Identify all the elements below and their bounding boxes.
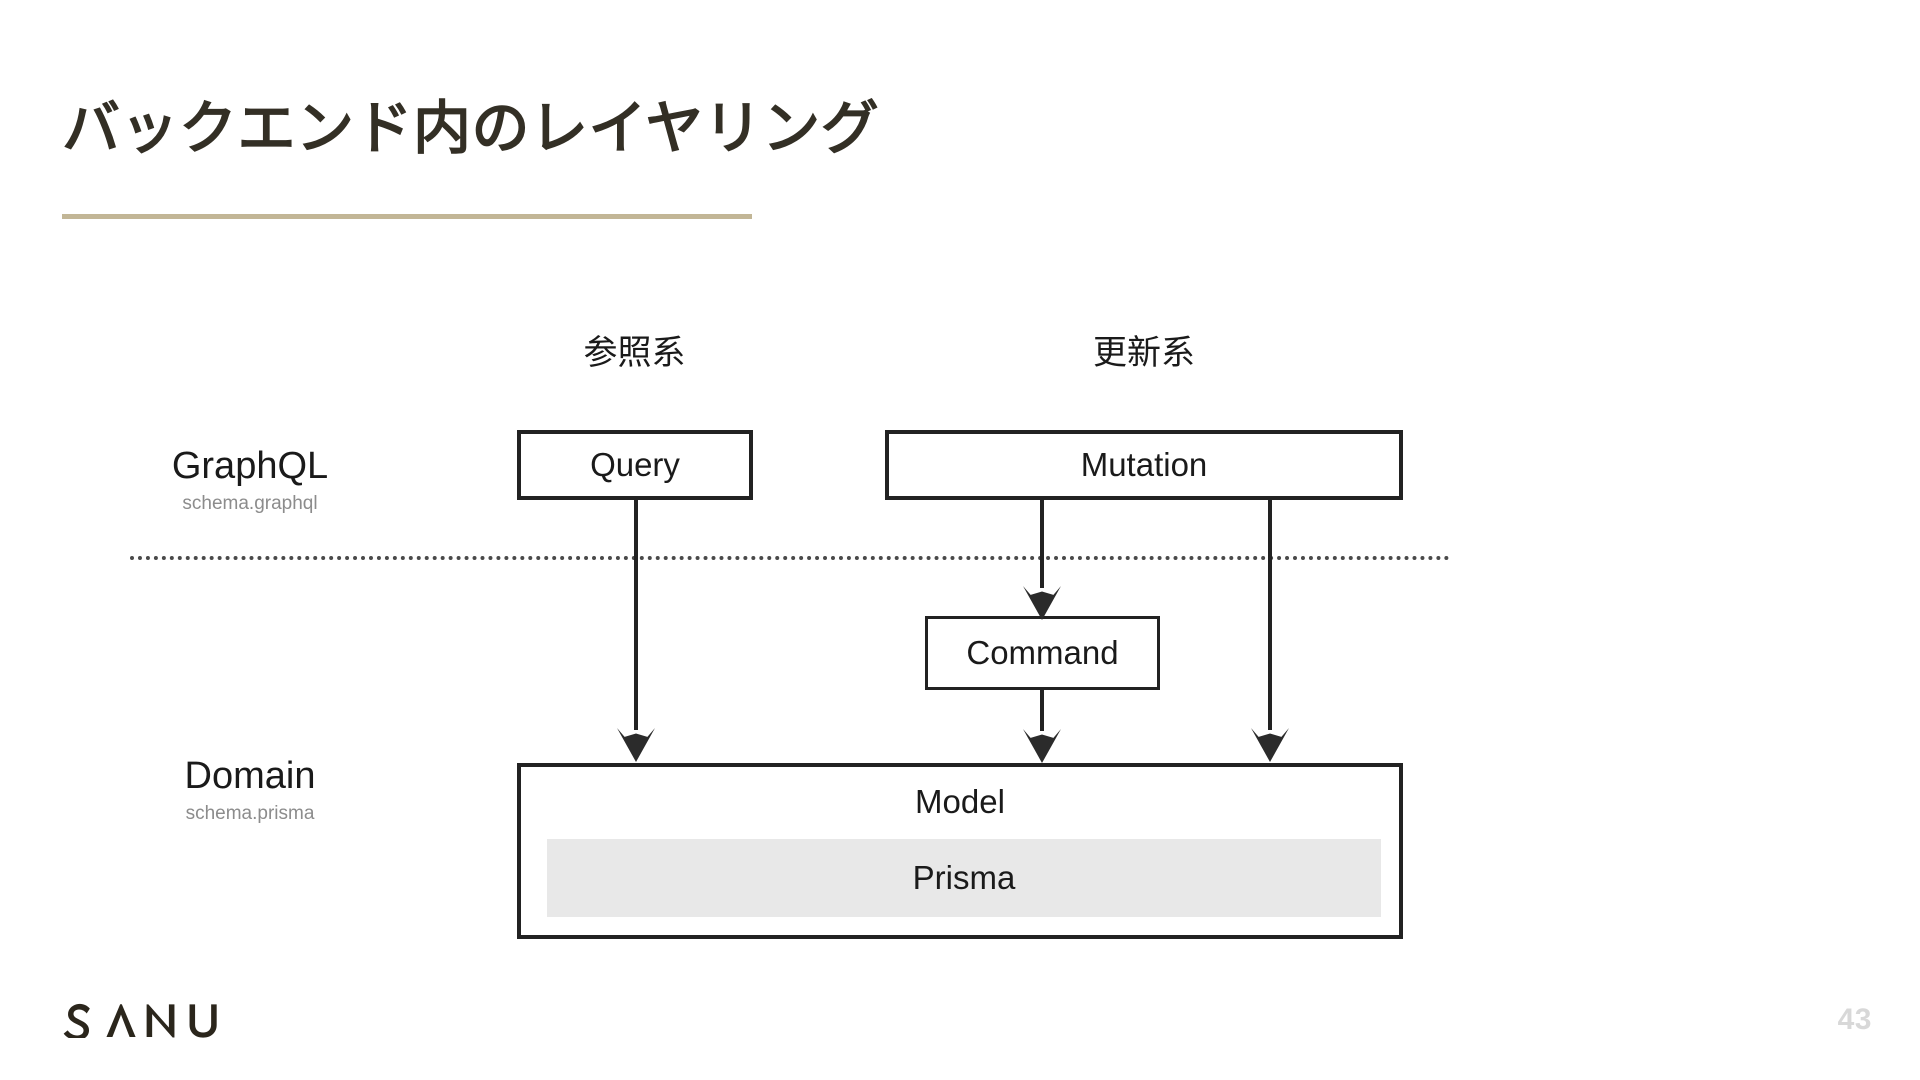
arrow-shaft (1040, 500, 1044, 588)
node-box-prisma: Prisma (547, 839, 1381, 917)
node-box-query: Query (517, 430, 753, 500)
arrow-head-icon (1251, 728, 1289, 762)
layer-label-domain: Domain schema.prisma (100, 755, 400, 829)
node-box-model: Model Prisma (517, 763, 1403, 939)
arrow-shaft (1268, 500, 1272, 730)
node-box-command: Command (925, 616, 1160, 690)
layer-subtitle-domain: schema.prisma (185, 802, 315, 824)
arrow-shaft (634, 500, 638, 730)
column-header-read: 参照系 (583, 334, 686, 372)
arrow-head-icon (1023, 729, 1061, 763)
layer-subtitle-graphql: schema.graphql (182, 492, 318, 514)
layer-label-graphql: GraphQL schema.graphql (100, 445, 400, 519)
arrow-shaft (1040, 690, 1044, 731)
layer-title-domain: Domain (184, 755, 316, 797)
sanu-logo (63, 1003, 217, 1038)
node-box-mutation: Mutation (885, 430, 1403, 500)
node-label-model: Model (915, 783, 1005, 820)
layer-boundary-dotted-line (130, 556, 1450, 560)
page-title: バックエンド内のレイヤリング (62, 96, 880, 161)
column-header-write: 更新系 (1093, 334, 1195, 372)
arrow-head-icon (617, 728, 655, 762)
page-number: 43 (1837, 1003, 1872, 1036)
title-underline-rule (62, 214, 752, 219)
arrow-head-icon (1023, 586, 1061, 620)
layer-title-graphql: GraphQL (171, 445, 329, 487)
